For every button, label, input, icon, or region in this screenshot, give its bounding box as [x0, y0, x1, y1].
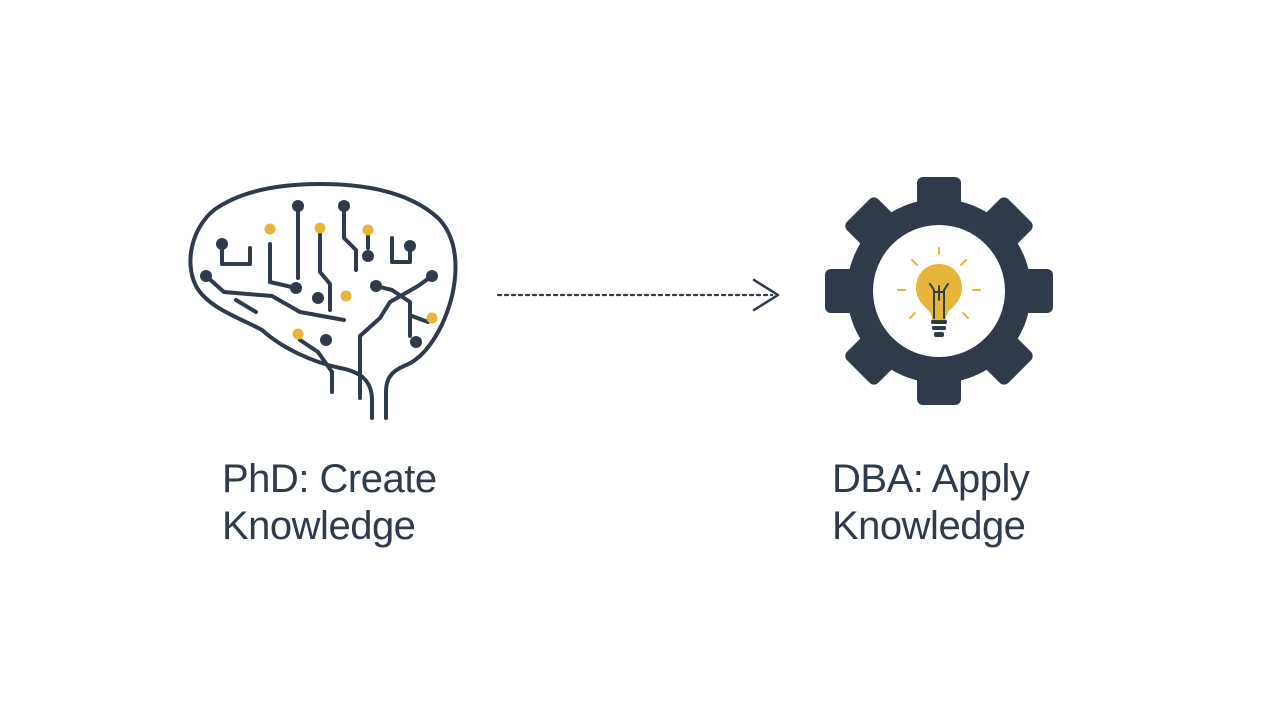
phd-label-line2: Knowledge — [222, 504, 416, 548]
phd-label-line1: PhD: Create — [222, 457, 437, 501]
dba-label-line2: Knowledge — [832, 504, 1026, 548]
brain-circuit-icon — [188, 182, 458, 420]
dba-label-line1: DBA: Apply — [832, 457, 1030, 501]
gear-lightbulb-icon — [825, 177, 1053, 405]
lightbulb-icon — [897, 247, 981, 337]
dba-label: DBA: Apply Knowledge — [832, 456, 1030, 550]
phd-label: PhD: Create Knowledge — [222, 456, 437, 550]
dotted-arrow-icon — [496, 278, 780, 312]
